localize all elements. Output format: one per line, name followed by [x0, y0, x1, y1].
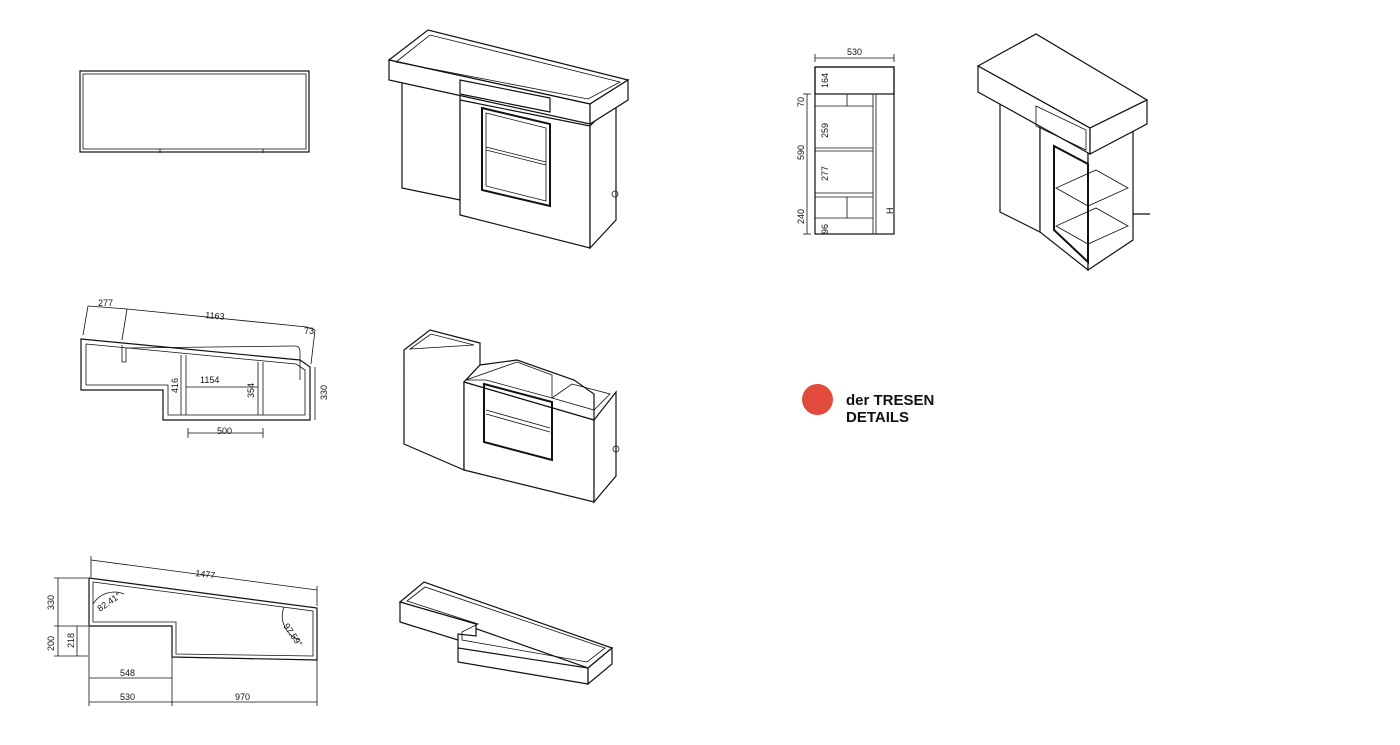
- dim-total-height: 590: [796, 145, 806, 160]
- dim-angle-left: 82.41°: [95, 590, 122, 613]
- middle-plan-view: 277 1163 73 1154 416 354 330 500: [80, 298, 329, 438]
- iso-view-counter: [387, 29, 630, 250]
- iso-view-body: [403, 329, 620, 504]
- dim-left-width: 530: [120, 692, 135, 702]
- dim-height-lower: 200: [46, 636, 56, 651]
- dim-plinth: 96: [820, 224, 830, 234]
- title-block: der TRESEN DETAILS: [802, 384, 1002, 434]
- bottom-plan-view: 1477 82.41° 97.59° 330 200 218 548 530 9…: [46, 556, 318, 706]
- dim-top: 1163: [205, 310, 225, 322]
- dim-inner-width: 548: [120, 668, 135, 678]
- title: der TRESEN DETAILS: [846, 392, 934, 426]
- iso-view-tray: [398, 581, 614, 686]
- dim-height-upper: 330: [46, 595, 56, 610]
- dim-depth-left: 416: [170, 378, 180, 393]
- dim-width: 530: [847, 47, 862, 57]
- dim-side: 330: [319, 385, 329, 400]
- dim-depth-right: 354: [246, 383, 256, 398]
- dim-step: 218: [66, 633, 76, 648]
- dim-right-width: 970: [235, 692, 250, 702]
- iso-view-side: [976, 33, 1150, 272]
- dim-top-box: 164: [820, 73, 830, 88]
- side-elevation: 530 164 70 259 590 277 240 96 H: [796, 47, 895, 235]
- top-plan-view: [79, 70, 310, 153]
- dim-marker: H: [885, 208, 895, 215]
- title-line-2: DETAILS: [846, 409, 910, 426]
- dim-base: 240: [796, 209, 806, 224]
- dim-right: 73: [304, 326, 314, 336]
- dim-lower-shelf: 277: [820, 166, 830, 181]
- dim-top: 1477: [195, 568, 216, 580]
- dim-gap: 70: [796, 97, 806, 107]
- red-dot-marker: [802, 384, 833, 415]
- dim-angle-right: 97.59°: [281, 621, 304, 648]
- title-line-1: der TRESEN: [846, 392, 935, 409]
- dim-left: 277: [98, 298, 113, 308]
- dim-bottom: 500: [217, 426, 232, 436]
- dim-upper-shelf: 259: [820, 123, 830, 138]
- dim-inner-width: 1154: [200, 375, 219, 385]
